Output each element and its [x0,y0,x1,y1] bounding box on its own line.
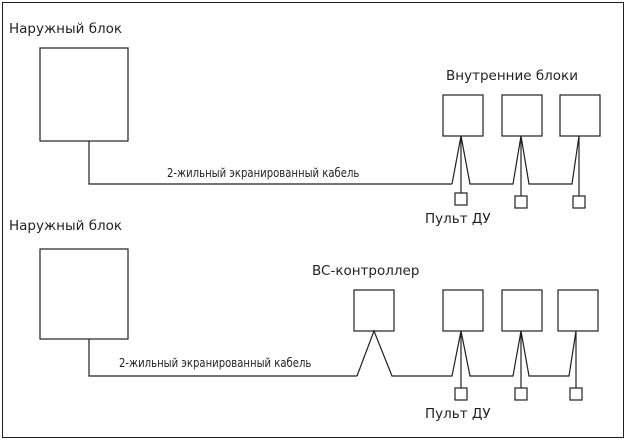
diagram-frame [2,2,624,438]
remote-controller-top-2 [514,195,528,209]
indoor-unit-bottom-3 [557,289,599,332]
indoor-unit-bottom-2 [501,289,543,332]
indoor-units-label: Внутренние блоки [446,68,578,84]
shielded-cable-bottom [88,339,357,377]
outdoor-unit-top-label: Наружный блок [9,21,123,37]
outdoor-unit-bottom [39,248,129,340]
outdoor-unit-bottom-label: Наружный блок [9,218,123,234]
bc-controller [353,289,395,332]
shielded-cable-top [88,141,452,185]
remote-controller-top-1 [454,192,468,206]
bc-controller-label: BC-контроллер [312,263,420,279]
remote-label-top: Пульт ДУ [425,211,491,227]
transmission-line-top [451,135,580,185]
cable-label-bottom: 2-жильный экранированный кабель [119,356,312,370]
indoor-unit-top-2 [501,94,543,137]
transmission-line-bottom [356,329,577,377]
remote-controller-bottom-2 [514,387,528,401]
indoor-unit-top-3 [559,94,601,137]
indoor-unit-top-1 [442,94,484,137]
outdoor-unit-top [39,47,129,142]
remote-controller-bottom-3 [569,387,583,401]
remote-label-bottom: Пульт ДУ [425,406,491,422]
indoor-unit-bottom-1 [442,289,484,332]
remote-controller-bottom-1 [454,387,468,401]
remote-controller-top-3 [572,195,586,209]
cable-label-top: 2-жильный экранированный кабель [167,166,360,180]
